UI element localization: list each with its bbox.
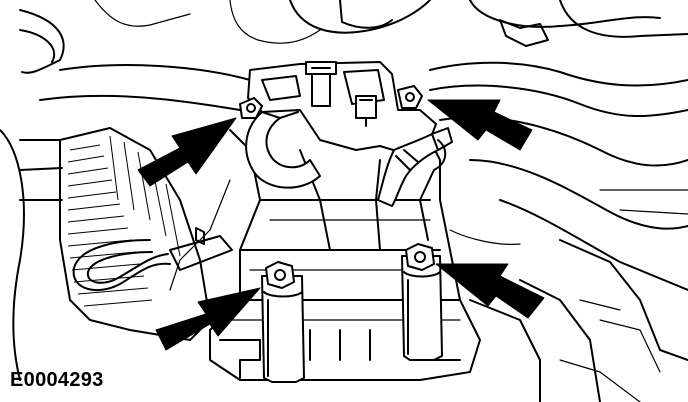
coolant-hose-upper (245, 111, 321, 189)
bolt-lower-right (405, 243, 435, 271)
arrow-icon (427, 99, 533, 151)
arrow-icon (137, 117, 237, 187)
bolt-lower-left (265, 261, 295, 289)
bolt-upper-left (239, 97, 263, 119)
stud-column-right (401, 255, 443, 361)
arrow-icon (155, 287, 261, 351)
coolant-hose-right (377, 127, 453, 241)
figure-id-label: E0004293 (10, 369, 104, 391)
bolt-upper-right (397, 85, 423, 109)
stud-column-left (261, 275, 305, 383)
engine-background-lines (19, 0, 688, 402)
arrow-icon (435, 263, 545, 319)
coolant-hose-lower-left (72, 235, 233, 292)
